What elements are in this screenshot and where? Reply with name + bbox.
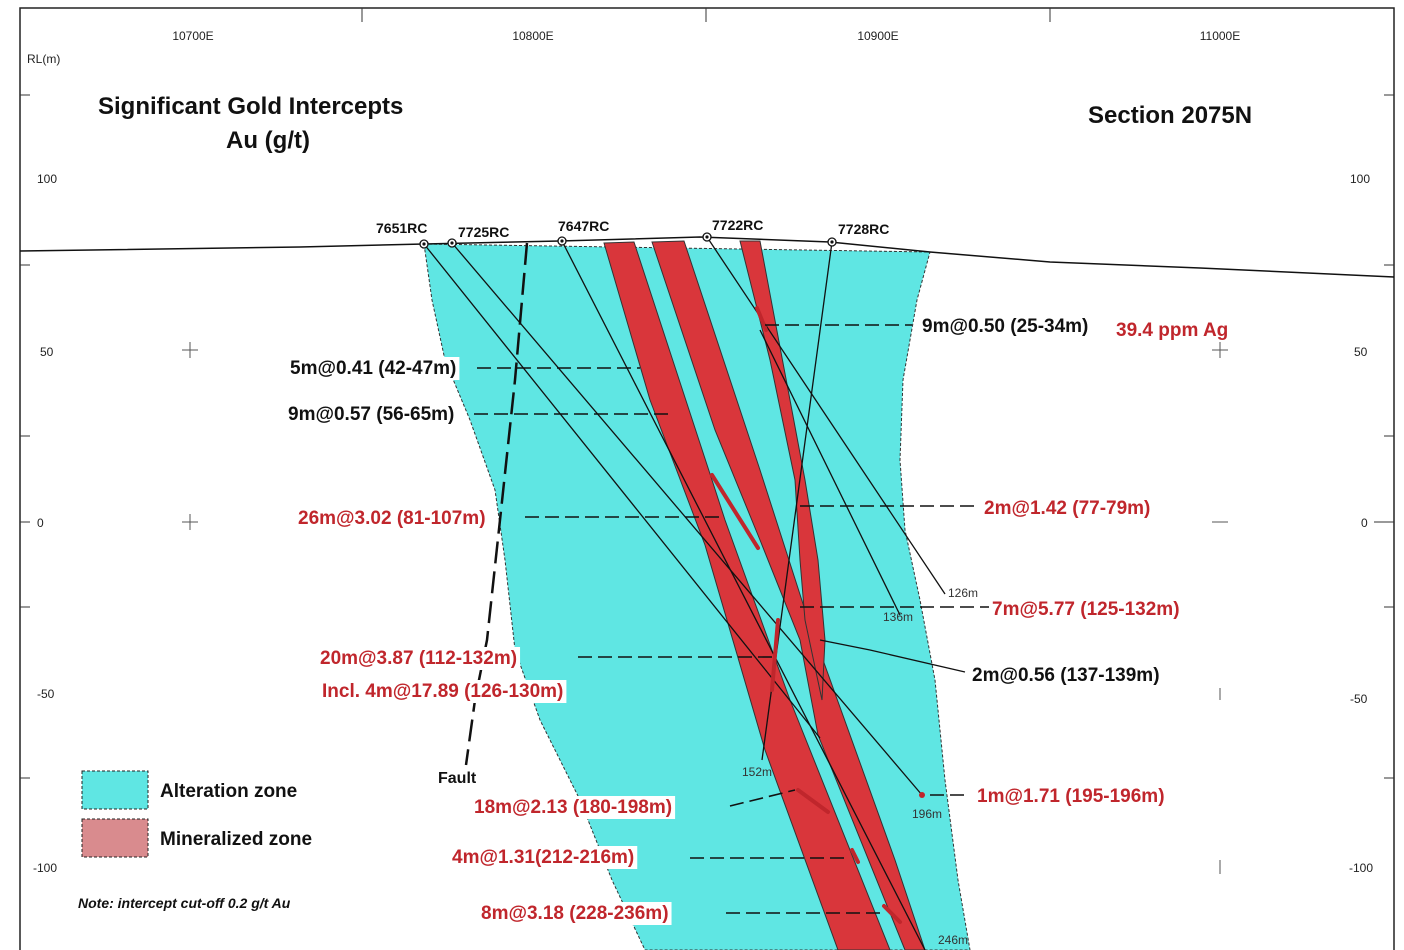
label-background: [471, 796, 676, 819]
hole-label-7647RC: 7647RC: [558, 218, 609, 234]
mineralized-zone-east: [739, 240, 826, 701]
mineralized-zone-central: [651, 240, 926, 950]
section-label: Section 2075N: [1088, 102, 1252, 129]
rl-left-100: 100: [37, 172, 57, 186]
topography-line: [19, 236, 1395, 278]
label-background: [919, 315, 1092, 338]
intercept-label-56m: 9m@0.57 (56-65m): [288, 404, 454, 425]
easting-label-11000: 11000E: [1200, 29, 1240, 43]
leader-line-137m: [819, 639, 966, 673]
easting-label-10800: 10800E: [512, 29, 553, 43]
rl-left-0: 0: [37, 516, 44, 530]
depth-label-152m: 152m: [742, 765, 772, 779]
intercept-label-180m: 18m@2.13 (180-198m): [474, 797, 672, 818]
depth-label-196m: 196m: [912, 807, 942, 821]
label-background: [317, 647, 521, 670]
label-background: [989, 598, 1183, 621]
intercept-label-212m: 4m@1.31(212-216m): [452, 847, 634, 868]
label-background: [974, 785, 1168, 808]
legend-label-mineralized: Mineralized zone: [160, 829, 312, 850]
intercept-label-81m: 26m@3.02 (81-107m): [298, 508, 486, 529]
diagram-subtitle: Au (g/t): [226, 127, 310, 154]
rl-axis-label: RL(m): [27, 52, 60, 66]
label-background: [449, 846, 638, 869]
rl-right-minus50: -50: [1350, 692, 1368, 706]
intercept-label-112m: 20m@3.87 (112-132m): [320, 648, 517, 669]
easting-label-10700: 10700E: [172, 29, 213, 43]
diagram-title: Significant Gold Intercepts: [98, 93, 403, 120]
label-background: [478, 902, 672, 925]
label-background: [319, 680, 567, 703]
drillhole-7651RC: [423, 243, 821, 739]
depth-label-246m: 246m: [938, 933, 968, 947]
drillhole-7647RC: [561, 240, 926, 950]
drillhole-7725RC: [451, 242, 923, 796]
legend: Alteration zone Mineralized zone Note: i…: [78, 770, 312, 911]
top-ticks: [361, 8, 1051, 22]
intercept-point-196m: [919, 792, 925, 798]
intercept-label-195m: 1m@1.71 (195-196m): [977, 786, 1165, 807]
intercept-label-126m-incl: Incl. 4m@17.89 (126-130m): [322, 681, 563, 702]
intercept-label-228m: 8m@3.18 (228-236m): [481, 903, 669, 924]
label-background: [285, 403, 458, 426]
rl-left-50: 50: [40, 345, 54, 359]
fault-line: [464, 242, 529, 766]
depth-label-126m: 126m: [948, 586, 978, 600]
intercept-label-7722-25m: 9m@0.50 (25-34m): [922, 316, 1088, 337]
intercept-label-77m: 2m@1.42 (77-79m): [984, 498, 1150, 519]
intercept-segments: [710, 306, 902, 924]
depth-label-136m: 136m: [883, 610, 913, 624]
drillhole-7722RC: [706, 236, 946, 595]
legend-swatch-mineralized: [81, 818, 149, 858]
label-background: [287, 357, 460, 380]
legend-swatch-alteration: [81, 770, 149, 810]
side-ticks: [20, 94, 1394, 779]
hole-label-7725RC: 7725RC: [458, 224, 509, 240]
silver-grade-label: 39.4 ppm Ag: [1116, 320, 1228, 341]
rl-right-0: 0: [1361, 516, 1368, 530]
cutoff-note: Note: intercept cut-off 0.2 g/t Au: [78, 895, 291, 911]
intercept-label-42m: 5m@0.41 (42-47m): [290, 358, 456, 379]
legend-label-alteration: Alteration zone: [160, 781, 297, 802]
rl-left-minus100: -100: [33, 861, 57, 875]
leader-lines: [474, 324, 990, 914]
mineralized-zones: [603, 240, 926, 950]
fault-label: Fault: [438, 770, 477, 787]
hole-label-7728RC: 7728RC: [838, 221, 889, 237]
hole-label-7651RC: 7651RC: [376, 220, 427, 236]
drillhole-7722RC-lower: [759, 329, 901, 616]
hole-label-7722RC: 7722RC: [712, 217, 763, 233]
easting-label-10900: 10900E: [857, 29, 898, 43]
rl-left-minus50: -50: [37, 687, 55, 701]
label-background: [295, 507, 489, 530]
label-background: [1113, 319, 1232, 342]
rl-right-50: 50: [1354, 345, 1368, 359]
mineralized-zone-west: [603, 241, 891, 950]
intercept-label-125m: 7m@5.77 (125-132m): [992, 599, 1180, 620]
label-background: [969, 664, 1163, 687]
rl-right-100: 100: [1350, 172, 1370, 186]
rl-right-minus100: -100: [1349, 861, 1373, 875]
intercept-label-137m: 2m@0.56 (137-139m): [972, 665, 1160, 686]
label-background: [981, 497, 1154, 520]
